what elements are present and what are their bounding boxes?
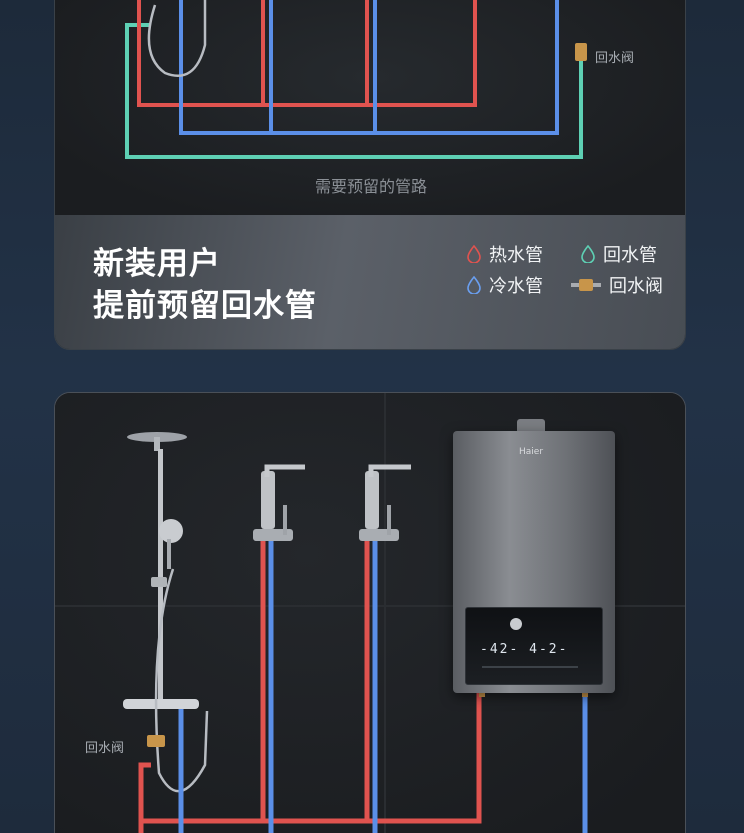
return-pipe [125, 23, 583, 159]
heater-flue [517, 419, 545, 433]
headline-line-1: 新装用户 [93, 246, 221, 282]
headline: 新装用户 提前预留回水管 [93, 243, 317, 327]
cold-pipe-drop-icon [467, 276, 481, 294]
legend-label-return: 回水管 [603, 245, 657, 266]
legend-item-return: 回水管 [581, 241, 657, 267]
valve-label: 回水阀 [595, 51, 635, 66]
return-valve-icon [147, 735, 165, 747]
faucet-2 [359, 464, 411, 541]
legend-item-hot: 热水管 [467, 241, 543, 267]
diagram-caption: 需要预留的管路 [314, 177, 427, 196]
headline-line-2: 提前预留回水管 [93, 288, 317, 324]
hot-pipe-drop-icon [467, 245, 481, 263]
cold-pipe [179, 0, 559, 135]
hot-pipe [138, 693, 482, 833]
installation-svg [123, 432, 588, 833]
heater-brand: Haier [519, 447, 544, 457]
legend-panel: 新装用户 提前预留回水管 热水管 回水管 冷水管 [55, 215, 685, 349]
hot-pipe [137, 0, 477, 107]
faucet-1 [253, 464, 305, 541]
pipe-layout-svg [125, 0, 587, 159]
shower-hose [147, 0, 207, 78]
panel-logo-icon [510, 618, 522, 630]
installation-photo-card: Haier -42- 4-2- 回水阀 [54, 392, 686, 833]
heater-fitting-hot [479, 689, 485, 697]
legend-item-cold: 冷水管 [467, 272, 543, 298]
hot-pipe-shower [138, 762, 151, 821]
pipe-diagram: 回水阀 需要预留的管路 [55, 0, 685, 215]
valve-label: 回水阀 [85, 741, 125, 756]
water-heater: Haier -42- 4-2- [453, 431, 615, 693]
shower-column [123, 432, 209, 793]
heater-fitting-cold [582, 689, 588, 697]
legend-label-cold: 冷水管 [489, 276, 543, 297]
legend-label-hot: 热水管 [489, 245, 543, 266]
return-pipe-drop-icon [581, 245, 595, 263]
pipe-diagram-card: 回水阀 需要预留的管路 新装用户 提前预留回水管 热水管 回水管 [54, 0, 686, 350]
return-valve-icon [575, 43, 587, 61]
panel-divider [482, 666, 578, 668]
legend-label-valve: 回水阀 [609, 276, 663, 297]
heater-control-panel: -42- 4-2- [465, 607, 603, 685]
panel-display: -42- 4-2- [480, 642, 569, 657]
return-valve-icon [571, 279, 601, 291]
legend-item-valve: 回水阀 [571, 272, 663, 298]
